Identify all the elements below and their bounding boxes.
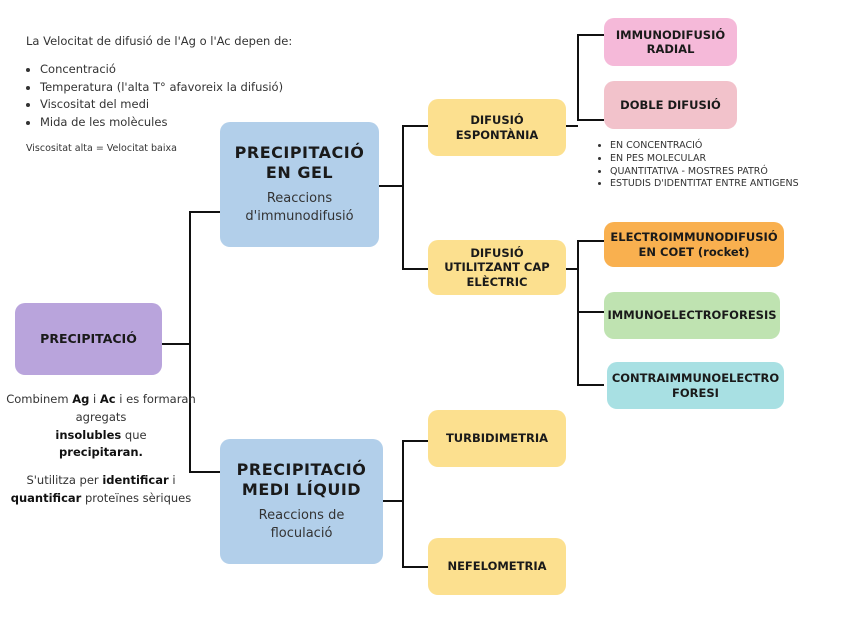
identificar-term: identificar (102, 473, 169, 488)
intro-note: Viscositat alta = Velocitat baixa (26, 143, 177, 155)
precipitation-root-label: PRECIPITACIÓ (40, 331, 137, 347)
root-desc-line: insolubles que (55, 427, 147, 442)
counterimmunoelectrophoresis-label: CONTRAIMMUNOELECTRO FORESI (611, 371, 780, 400)
radial-immunodiffusion-node: IMMUNODIFUSIÓ RADIAL (604, 18, 737, 66)
connector-line (189, 211, 221, 213)
turbidimetry-node: TURBIDIMETRIA (428, 410, 566, 467)
intro-heading: La Velocitat de difusió de l'Ag o l'Ac d… (26, 34, 293, 48)
liquid-precipitation-node: PRECIPITACIÓ MEDI LÍQUID Reaccions de fl… (220, 439, 383, 564)
connector-line (379, 185, 403, 187)
turbidimetry-label: TURBIDIMETRIA (445, 431, 549, 446)
insolubles-term: insolubles (55, 427, 122, 442)
intro-bullet: Mida de les molècules (40, 114, 356, 132)
connector-line (189, 211, 191, 473)
connector-line (402, 125, 404, 270)
root-desc-line: precipitaran. (6, 444, 196, 462)
rocket-electroimmunodiffusion-label: ELECTROIMMUNODIFUSIÓ EN COET (rocket) (610, 230, 778, 259)
double-diffusion-label: DOBLE DIFUSIÓ (620, 97, 721, 112)
connector-line (577, 34, 579, 121)
connector-line (566, 125, 578, 127)
liquid-precipitation-title: PRECIPITACIÓ MEDI LÍQUID (236, 459, 367, 500)
connector-line (566, 268, 578, 270)
root-desc-line: Combinem Ag i Ac i es formaran agregats (6, 392, 196, 424)
gel-precipitation-subtitle: Reaccions d'immunodifusió (245, 191, 354, 225)
double-diffusion-bullet: EN CONCENTRACIÓ (610, 140, 843, 153)
connector-line (402, 125, 428, 127)
double-diffusion-bullet: QUANTITATIVA - MOSTRES PATRÓ (610, 166, 843, 179)
connector-line (577, 34, 604, 36)
double-diffusion-bullet: ESTUDIS D'IDENTITAT ENTRE ANTIGENS (610, 178, 843, 191)
ac-term: Ac (99, 392, 116, 406)
double-diffusion-bullet: EN PES MOLECULAR (610, 153, 843, 166)
connector-line (383, 500, 403, 502)
ag-term: Ag (72, 392, 90, 406)
double-diffusion-node: DOBLE DIFUSIÓ (604, 81, 737, 129)
connector-line (189, 471, 221, 473)
electric-diffusion-node: DIFUSIÓ UTILITZANT CAP ELÈCTRIC (428, 240, 566, 295)
precipitation-root-node: PRECIPITACIÓ (15, 303, 162, 375)
quantificar-term: quantificar (10, 491, 82, 506)
spontaneous-diffusion-label: DIFUSIÓ ESPONTÀNIA (455, 113, 539, 142)
connector-line (577, 311, 604, 313)
connector-line (162, 343, 190, 345)
connector-line (577, 384, 604, 386)
intro-bullet: Concentració (40, 61, 356, 79)
connector-line (402, 440, 428, 442)
double-diffusion-notes: EN CONCENTRACIÓ EN PES MOLECULAR QUANTIT… (598, 140, 843, 191)
intro-bullet-list: Concentració Temperatura (l'alta T° afav… (26, 61, 356, 132)
connector-line (402, 268, 428, 270)
electric-diffusion-label: DIFUSIÓ UTILITZANT CAP ELÈCTRIC (444, 245, 550, 289)
root-description: Combinem Ag i Ac i es formaran agregats … (6, 391, 196, 508)
radial-immunodiffusion-label: IMMUNODIFUSIÓ RADIAL (615, 27, 726, 56)
liquid-precipitation-subtitle: Reaccions de floculació (258, 508, 345, 542)
nephelometry-node: NEFELOMETRIA (428, 538, 566, 595)
connector-line (402, 440, 404, 568)
spontaneous-diffusion-node: DIFUSIÓ ESPONTÀNIA (428, 99, 566, 156)
counterimmunoelectrophoresis-node: CONTRAIMMUNOELECTRO FORESI (607, 362, 784, 409)
nephelometry-label: NEFELOMETRIA (447, 559, 547, 574)
connector-line (577, 240, 579, 386)
intro-block: La Velocitat de difusió de l'Ag o l'Ac d… (26, 33, 356, 157)
intro-bullet: Temperatura (l'alta T° afavoreix la difu… (40, 79, 356, 97)
immunoelectrophoresis-node: IMMUNOELECTROFORESIS (604, 292, 780, 339)
connector-line (402, 566, 428, 568)
root-usage-line: S'utilitza per identificar i quantificar… (10, 473, 192, 506)
intro-bullet: Viscositat del medi (40, 96, 356, 114)
connector-line (577, 119, 604, 121)
precipitaran-term: precipitaran. (59, 445, 143, 460)
gel-precipitation-title: PRECIPITACIÓ EN GEL (234, 142, 365, 183)
immunoelectrophoresis-label: IMMUNOELECTROFORESIS (607, 308, 777, 323)
gel-precipitation-node: PRECIPITACIÓ EN GEL Reaccions d'immunodi… (220, 122, 379, 247)
rocket-electroimmunodiffusion-node: ELECTROIMMUNODIFUSIÓ EN COET (rocket) (604, 222, 784, 267)
connector-line (577, 240, 604, 242)
